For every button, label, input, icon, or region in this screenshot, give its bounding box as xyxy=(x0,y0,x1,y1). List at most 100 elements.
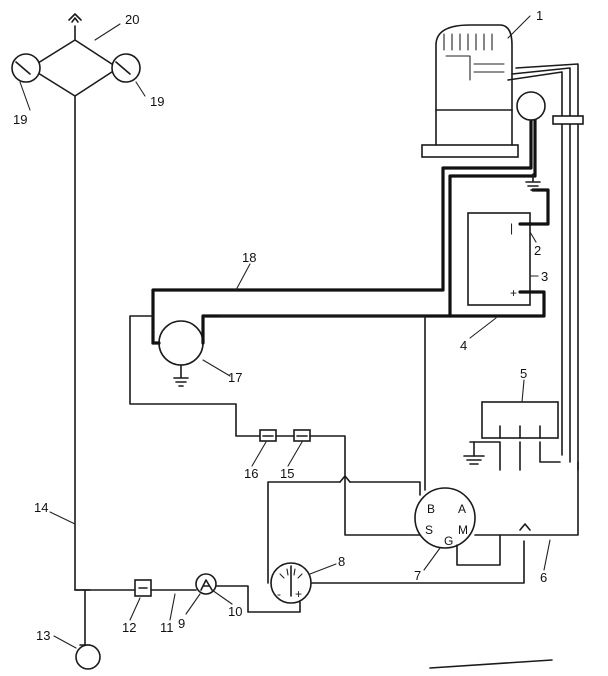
leader-19-left xyxy=(19,81,31,111)
leader-1 xyxy=(507,15,531,39)
leader-17 xyxy=(202,359,231,377)
lamp-assembly xyxy=(11,13,141,97)
leader-13 xyxy=(53,635,77,649)
lamp-harness-diamond xyxy=(29,25,119,97)
wire-crossover-a xyxy=(339,475,351,483)
leader-9 xyxy=(185,593,201,615)
regulator-terminal-a: A xyxy=(458,502,466,516)
light-switch-mark xyxy=(200,579,213,591)
leader-16 xyxy=(251,441,267,467)
callout-15: 15 xyxy=(280,466,294,481)
regulator-terminal-m: M xyxy=(458,523,468,537)
leader-5 xyxy=(521,379,525,403)
generator-ground-icon xyxy=(173,364,189,387)
callout-9: 9 xyxy=(178,616,185,631)
callout-3: 3 xyxy=(541,269,548,284)
wire-field-to-fuses xyxy=(129,315,261,437)
engine-legs xyxy=(435,109,513,146)
engine-harness xyxy=(507,63,579,471)
callout-2: 2 xyxy=(534,243,541,258)
wire-ammeter-neg xyxy=(267,481,341,584)
top-ground-icon xyxy=(68,13,82,23)
tail-lamp xyxy=(75,644,101,670)
battery-terminal-neg: | xyxy=(510,221,513,235)
engine-block xyxy=(435,24,513,111)
regulator-terminal-s: S xyxy=(425,523,433,537)
callout-18: 18 xyxy=(242,250,256,265)
ammeter-sign-pos: + xyxy=(295,587,302,601)
baseline-stroke xyxy=(429,659,553,669)
callout-11: 11 xyxy=(160,620,174,635)
ammeter-sign-marks: - + xyxy=(277,587,302,601)
junction-ground-icon xyxy=(463,455,485,465)
cable-2 xyxy=(518,188,550,226)
battery-3 xyxy=(467,212,531,306)
callout-19-right: 19 xyxy=(150,94,164,109)
callout-19-left: 19 xyxy=(13,112,27,127)
leader-2 xyxy=(529,231,537,243)
engine-base xyxy=(421,144,519,158)
callout-20: 20 xyxy=(125,12,139,27)
generator-17 xyxy=(158,320,204,366)
leader-7 xyxy=(423,547,441,571)
junction-posts xyxy=(499,425,541,439)
callout-17: 17 xyxy=(228,370,242,385)
wire-crossover-b xyxy=(519,523,531,531)
headlamp-right xyxy=(111,53,141,83)
ammeter-sign-neg: - xyxy=(277,587,281,601)
regulator-terminal-letters: B A S G M xyxy=(425,502,468,548)
wire-switch-to-ammeter xyxy=(215,585,301,613)
harness-clamp xyxy=(552,115,584,125)
wire-to-regulator-b xyxy=(349,481,421,496)
leader-lines xyxy=(19,15,551,649)
engine-details xyxy=(445,55,505,81)
junction-leads xyxy=(469,441,561,471)
battery-terminal-marks: | + xyxy=(510,221,517,300)
leader-14 xyxy=(49,511,76,525)
callout-4: 4 xyxy=(460,338,467,353)
cable-18-return xyxy=(201,116,537,345)
junction-block-5 xyxy=(463,401,561,471)
bottom-circuit xyxy=(74,481,525,613)
callout-6: 6 xyxy=(540,570,547,585)
callout-1: 1 xyxy=(536,8,543,23)
battery-terminal-pos: + xyxy=(510,286,517,300)
callout-7: 7 xyxy=(414,568,421,583)
leader-12 xyxy=(129,597,141,621)
leader-15 xyxy=(287,441,303,467)
regulator-terminal-b: B xyxy=(427,502,435,516)
headlamp-left xyxy=(11,53,41,83)
regulator-body xyxy=(414,487,476,549)
leader-11 xyxy=(169,593,176,621)
regulator-terminal-g: G xyxy=(444,534,453,548)
cable-18 xyxy=(151,118,533,345)
headlamp-right-mark xyxy=(115,61,131,75)
callout-16: 16 xyxy=(244,466,258,481)
callout-5: 5 xyxy=(520,366,527,381)
generator-circuit xyxy=(129,116,537,536)
engine-1 xyxy=(421,24,584,471)
starter-motor xyxy=(516,91,546,121)
leader-6 xyxy=(543,539,551,571)
engine-fins xyxy=(443,33,493,51)
wire-fuse-to-regulator-s xyxy=(309,435,421,536)
callout-12: 12 xyxy=(122,620,136,635)
leader-18 xyxy=(235,263,251,291)
leader-10 xyxy=(211,589,233,605)
wire-14 xyxy=(74,95,91,646)
callout-10: 10 xyxy=(228,604,242,619)
headlamp-left-mark xyxy=(15,61,31,75)
wire-regulator-g xyxy=(456,534,501,566)
battery-ground-icon xyxy=(525,173,541,191)
callout-14: 14 xyxy=(34,500,48,515)
callout-8: 8 xyxy=(338,554,345,569)
lamp-lead xyxy=(74,95,101,670)
wire-gen-to-regulator-b xyxy=(219,315,426,491)
callout-13: 13 xyxy=(36,628,50,643)
leader-8 xyxy=(309,563,337,575)
wire-6 xyxy=(474,461,579,536)
regulator-7 xyxy=(339,461,579,566)
callout-numbers: 20 19 19 1 2 3 4 5 6 7 8 9 10 11 12 13 1… xyxy=(13,8,548,643)
